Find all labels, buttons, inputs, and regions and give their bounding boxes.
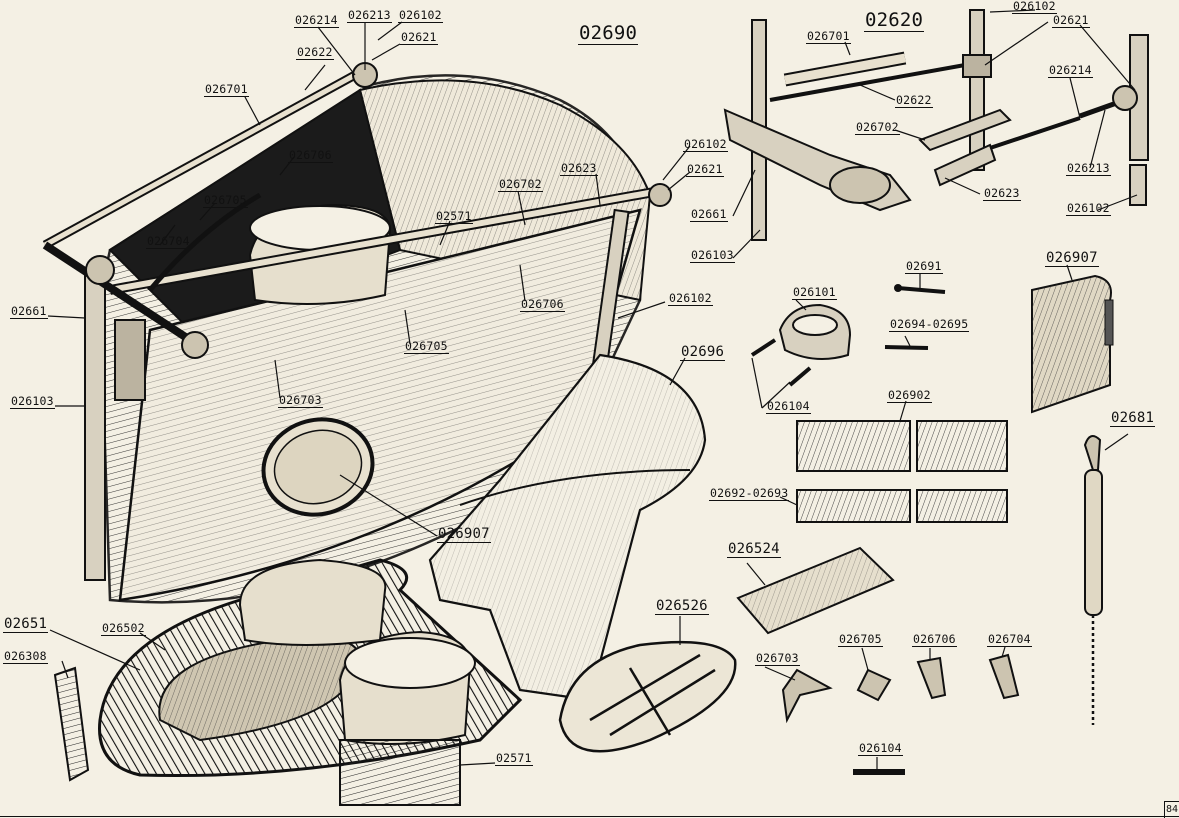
label-02661-frame: 02661 bbox=[690, 207, 728, 222]
frame-02620 bbox=[723, 9, 1149, 241]
label-02623-frame: 02623 bbox=[983, 186, 1021, 201]
label-026902: 026902 bbox=[887, 388, 932, 403]
label-026705-lower: 026705 bbox=[404, 339, 449, 354]
part-026308 bbox=[53, 666, 90, 782]
label-026101: 026101 bbox=[792, 285, 837, 300]
label-026701-frame: 026701 bbox=[806, 29, 851, 44]
bottom-rule bbox=[0, 816, 1179, 817]
label-02691: 02691 bbox=[905, 259, 943, 274]
part-02694-02695 bbox=[884, 345, 929, 350]
assembly-02620-title: 02620 bbox=[864, 9, 925, 32]
label-02621: 02621 bbox=[400, 30, 438, 45]
assembly-02690-title: 02690 bbox=[578, 22, 639, 45]
label-026703: 026703 bbox=[278, 393, 323, 408]
label-026705-bracket: 026705 bbox=[838, 632, 883, 647]
label-026213: 026213 bbox=[347, 8, 392, 23]
label-026214-frame: 026214 bbox=[1048, 63, 1093, 78]
label-026704-bracket: 026704 bbox=[987, 632, 1032, 647]
tub-body bbox=[42, 62, 672, 604]
label-026703-bracket: 026703 bbox=[755, 651, 800, 666]
label-026102-right: 026102 bbox=[683, 137, 728, 152]
label-02622-frame: 02622 bbox=[895, 93, 933, 108]
label-026214: 026214 bbox=[294, 13, 339, 28]
label-02681: 02681 bbox=[1110, 410, 1156, 427]
label-026213-frame: 026213 bbox=[1066, 161, 1111, 176]
label-026502: 026502 bbox=[101, 621, 146, 636]
part-026101 bbox=[778, 303, 852, 360]
part-02691 bbox=[894, 284, 946, 294]
label-02571-base: 02571 bbox=[495, 751, 533, 766]
label-02651: 02651 bbox=[3, 616, 49, 633]
part-02681-wrench bbox=[1083, 435, 1103, 725]
hood-02696 bbox=[428, 353, 707, 702]
part-026524-plate bbox=[736, 546, 895, 635]
label-026524: 026524 bbox=[727, 541, 781, 558]
label-02694-02695: 02694-02695 bbox=[889, 317, 970, 332]
leader-lines bbox=[47, 9, 1138, 770]
label-026704: 026704 bbox=[146, 234, 191, 249]
part-026902-right bbox=[916, 420, 1008, 472]
label-026705: 026705 bbox=[203, 193, 248, 208]
part-026703-bracket bbox=[781, 668, 833, 724]
part-026902-left bbox=[796, 420, 911, 472]
label-02661: 02661 bbox=[10, 304, 48, 319]
part-026706-bracket bbox=[916, 656, 947, 700]
label-026702-frame: 026702 bbox=[855, 120, 900, 135]
base-02651 bbox=[98, 558, 523, 806]
label-026706-bracket: 026706 bbox=[912, 632, 957, 647]
part-026526 bbox=[558, 640, 737, 753]
label-026701: 026701 bbox=[204, 82, 249, 97]
part-026705-bracket bbox=[856, 668, 892, 702]
part-02692-left bbox=[796, 489, 911, 523]
label-026526: 026526 bbox=[655, 598, 709, 615]
label-026706: 026706 bbox=[288, 148, 333, 163]
page-number: 84 bbox=[1164, 801, 1179, 818]
label-02571: 02571 bbox=[435, 209, 473, 224]
label-026702: 026702 bbox=[498, 177, 543, 192]
label-02696: 02696 bbox=[680, 344, 726, 361]
label-026102: 026102 bbox=[398, 8, 443, 23]
label-026907-porthole: 026907 bbox=[437, 526, 491, 543]
label-026102-post: 026102 bbox=[668, 291, 713, 306]
label-026102-frame-bottom: 026102 bbox=[1066, 201, 1111, 216]
label-026102-frame-top: 026102 bbox=[1012, 0, 1057, 14]
part-02692-right bbox=[916, 489, 1008, 523]
label-02622: 02622 bbox=[296, 45, 334, 60]
label-026907-lid: 026907 bbox=[1045, 250, 1099, 267]
label-026104-clamp: 026104 bbox=[766, 399, 811, 414]
label-026103: 026103 bbox=[10, 394, 55, 409]
label-02621-right: 02621 bbox=[686, 162, 724, 177]
label-02692-02693: 02692-02693 bbox=[709, 486, 790, 501]
part-026704-bracket bbox=[988, 653, 1020, 700]
label-026706-lower: 026706 bbox=[520, 297, 565, 312]
label-026308: 026308 bbox=[3, 649, 48, 664]
label-026103-frame: 026103 bbox=[690, 248, 735, 263]
part-026104 bbox=[788, 366, 812, 387]
part-026907-lid bbox=[1031, 274, 1114, 414]
label-02621-frame: 02621 bbox=[1052, 13, 1090, 28]
label-02623: 02623 bbox=[560, 161, 598, 176]
part-026104 bbox=[750, 338, 777, 357]
label-026104-screw: 026104 bbox=[858, 741, 903, 756]
